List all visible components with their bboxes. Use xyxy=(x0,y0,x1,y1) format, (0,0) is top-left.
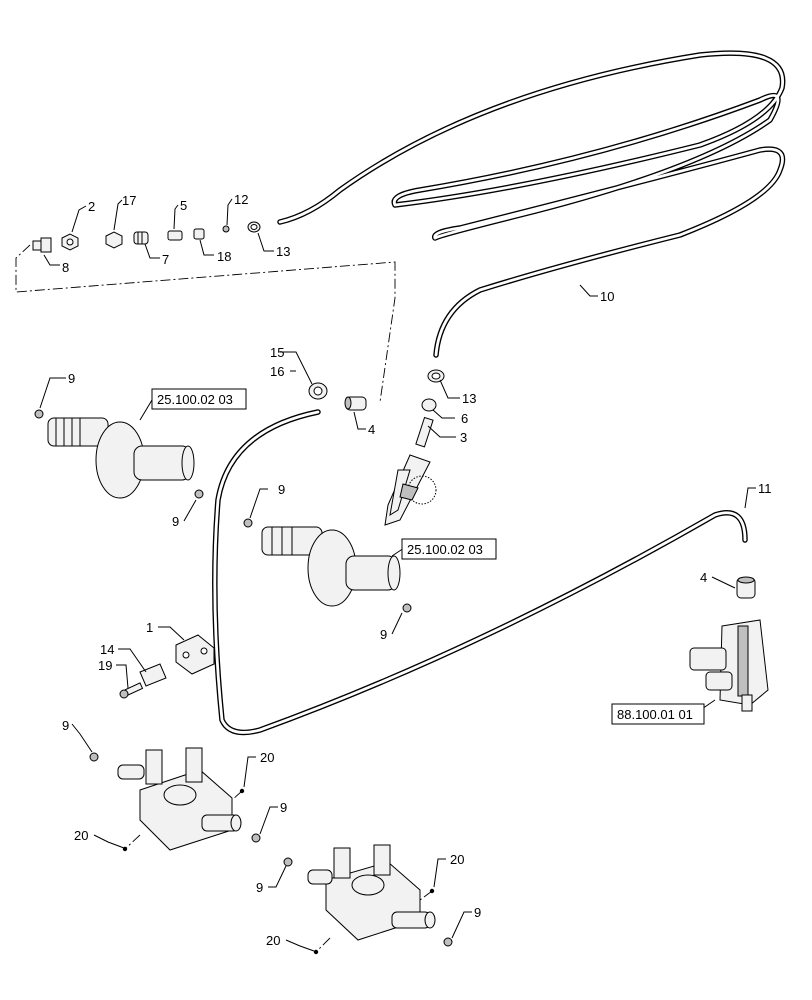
callout-1: 1 xyxy=(146,620,153,635)
shaft-a xyxy=(47,417,195,499)
callout-20a: 20 xyxy=(260,750,274,765)
fitting-6 xyxy=(421,398,437,412)
shaft-b xyxy=(261,526,401,607)
sleeve-18 xyxy=(193,228,205,240)
reference-box-a[interactable]: 25.100.02 03 xyxy=(151,388,247,410)
callout-17: 17 xyxy=(122,193,136,208)
callout-15: 15 xyxy=(270,345,284,360)
callout-9b: 9 xyxy=(172,514,179,529)
adapter-4-upper xyxy=(344,396,367,411)
nut-17 xyxy=(105,231,123,249)
callout-9c: 9 xyxy=(278,482,285,497)
callout-20b: 20 xyxy=(74,828,88,843)
callout-labels: 2 17 5 12 8 7 18 13 10 15 16 13 6 3 4 9 … xyxy=(62,192,772,948)
insert-5 xyxy=(167,230,183,241)
callout-18: 18 xyxy=(217,249,231,264)
reference-box-c[interactable]: 88.100.01 01 xyxy=(611,703,705,725)
callout-2: 2 xyxy=(88,199,95,214)
callout-6: 6 xyxy=(461,411,468,426)
adapter-4-lower xyxy=(736,576,756,599)
nut-2 xyxy=(61,233,79,251)
plug-9f xyxy=(251,833,261,843)
reference-label-b: 25.100.02 03 xyxy=(407,542,483,557)
callout-12: 12 xyxy=(234,192,248,207)
callout-3: 3 xyxy=(460,430,467,445)
clamp-13-mid xyxy=(427,369,445,383)
callout-9f: 9 xyxy=(280,800,287,815)
oring-12 xyxy=(222,225,230,233)
plug-9e xyxy=(89,752,99,762)
callout-9d: 9 xyxy=(380,627,387,642)
lift-assembly-a xyxy=(117,747,242,851)
fitting-8 xyxy=(32,237,52,253)
callout-4-lower: 4 xyxy=(700,570,707,585)
hose-10 xyxy=(277,50,786,358)
clamp-13-top xyxy=(247,221,261,233)
lift-assembly-b xyxy=(307,844,436,941)
callout-9g: 9 xyxy=(256,880,263,895)
callout-16: 16 xyxy=(270,364,284,379)
callout-19: 19 xyxy=(98,658,112,673)
ferrule-7 xyxy=(133,231,149,245)
callout-10: 10 xyxy=(600,289,614,304)
plug-9g xyxy=(283,857,293,867)
leader-lines xyxy=(39,198,756,952)
callout-13-mid: 13 xyxy=(462,391,476,406)
callout-9a: 9 xyxy=(68,371,75,386)
callout-20c: 20 xyxy=(450,852,464,867)
plate-14 xyxy=(139,663,167,687)
grease-gun-3 xyxy=(384,416,437,526)
callout-5: 5 xyxy=(180,198,187,213)
plug-9d xyxy=(402,603,412,613)
callout-9e: 9 xyxy=(62,718,69,733)
valve-assembly xyxy=(689,619,769,712)
reference-label-a: 25.100.02 03 xyxy=(157,392,233,407)
fitting-15-16 xyxy=(308,382,328,400)
reference-label-c: 88.100.01 01 xyxy=(617,707,693,722)
callout-8: 8 xyxy=(62,260,69,275)
callout-14: 14 xyxy=(100,642,114,657)
plug-9a xyxy=(34,409,44,419)
callout-20d: 20 xyxy=(266,933,280,948)
callout-4-upper: 4 xyxy=(368,422,375,437)
bolt-19 xyxy=(119,682,144,699)
plug-9b xyxy=(194,489,204,499)
plug-9h xyxy=(443,937,453,947)
callout-9h: 9 xyxy=(474,905,481,920)
axis-line-b xyxy=(315,890,433,953)
callout-7: 7 xyxy=(162,252,169,267)
reference-box-b[interactable]: 25.100.02 03 xyxy=(401,538,497,560)
clamp-block-1 xyxy=(175,634,215,675)
hose-11 xyxy=(212,409,748,736)
connection-line xyxy=(15,244,396,403)
callout-11: 11 xyxy=(758,481,772,496)
callout-13-top: 13 xyxy=(276,244,290,259)
axis-line-a xyxy=(124,790,243,850)
plug-9c xyxy=(243,518,253,528)
